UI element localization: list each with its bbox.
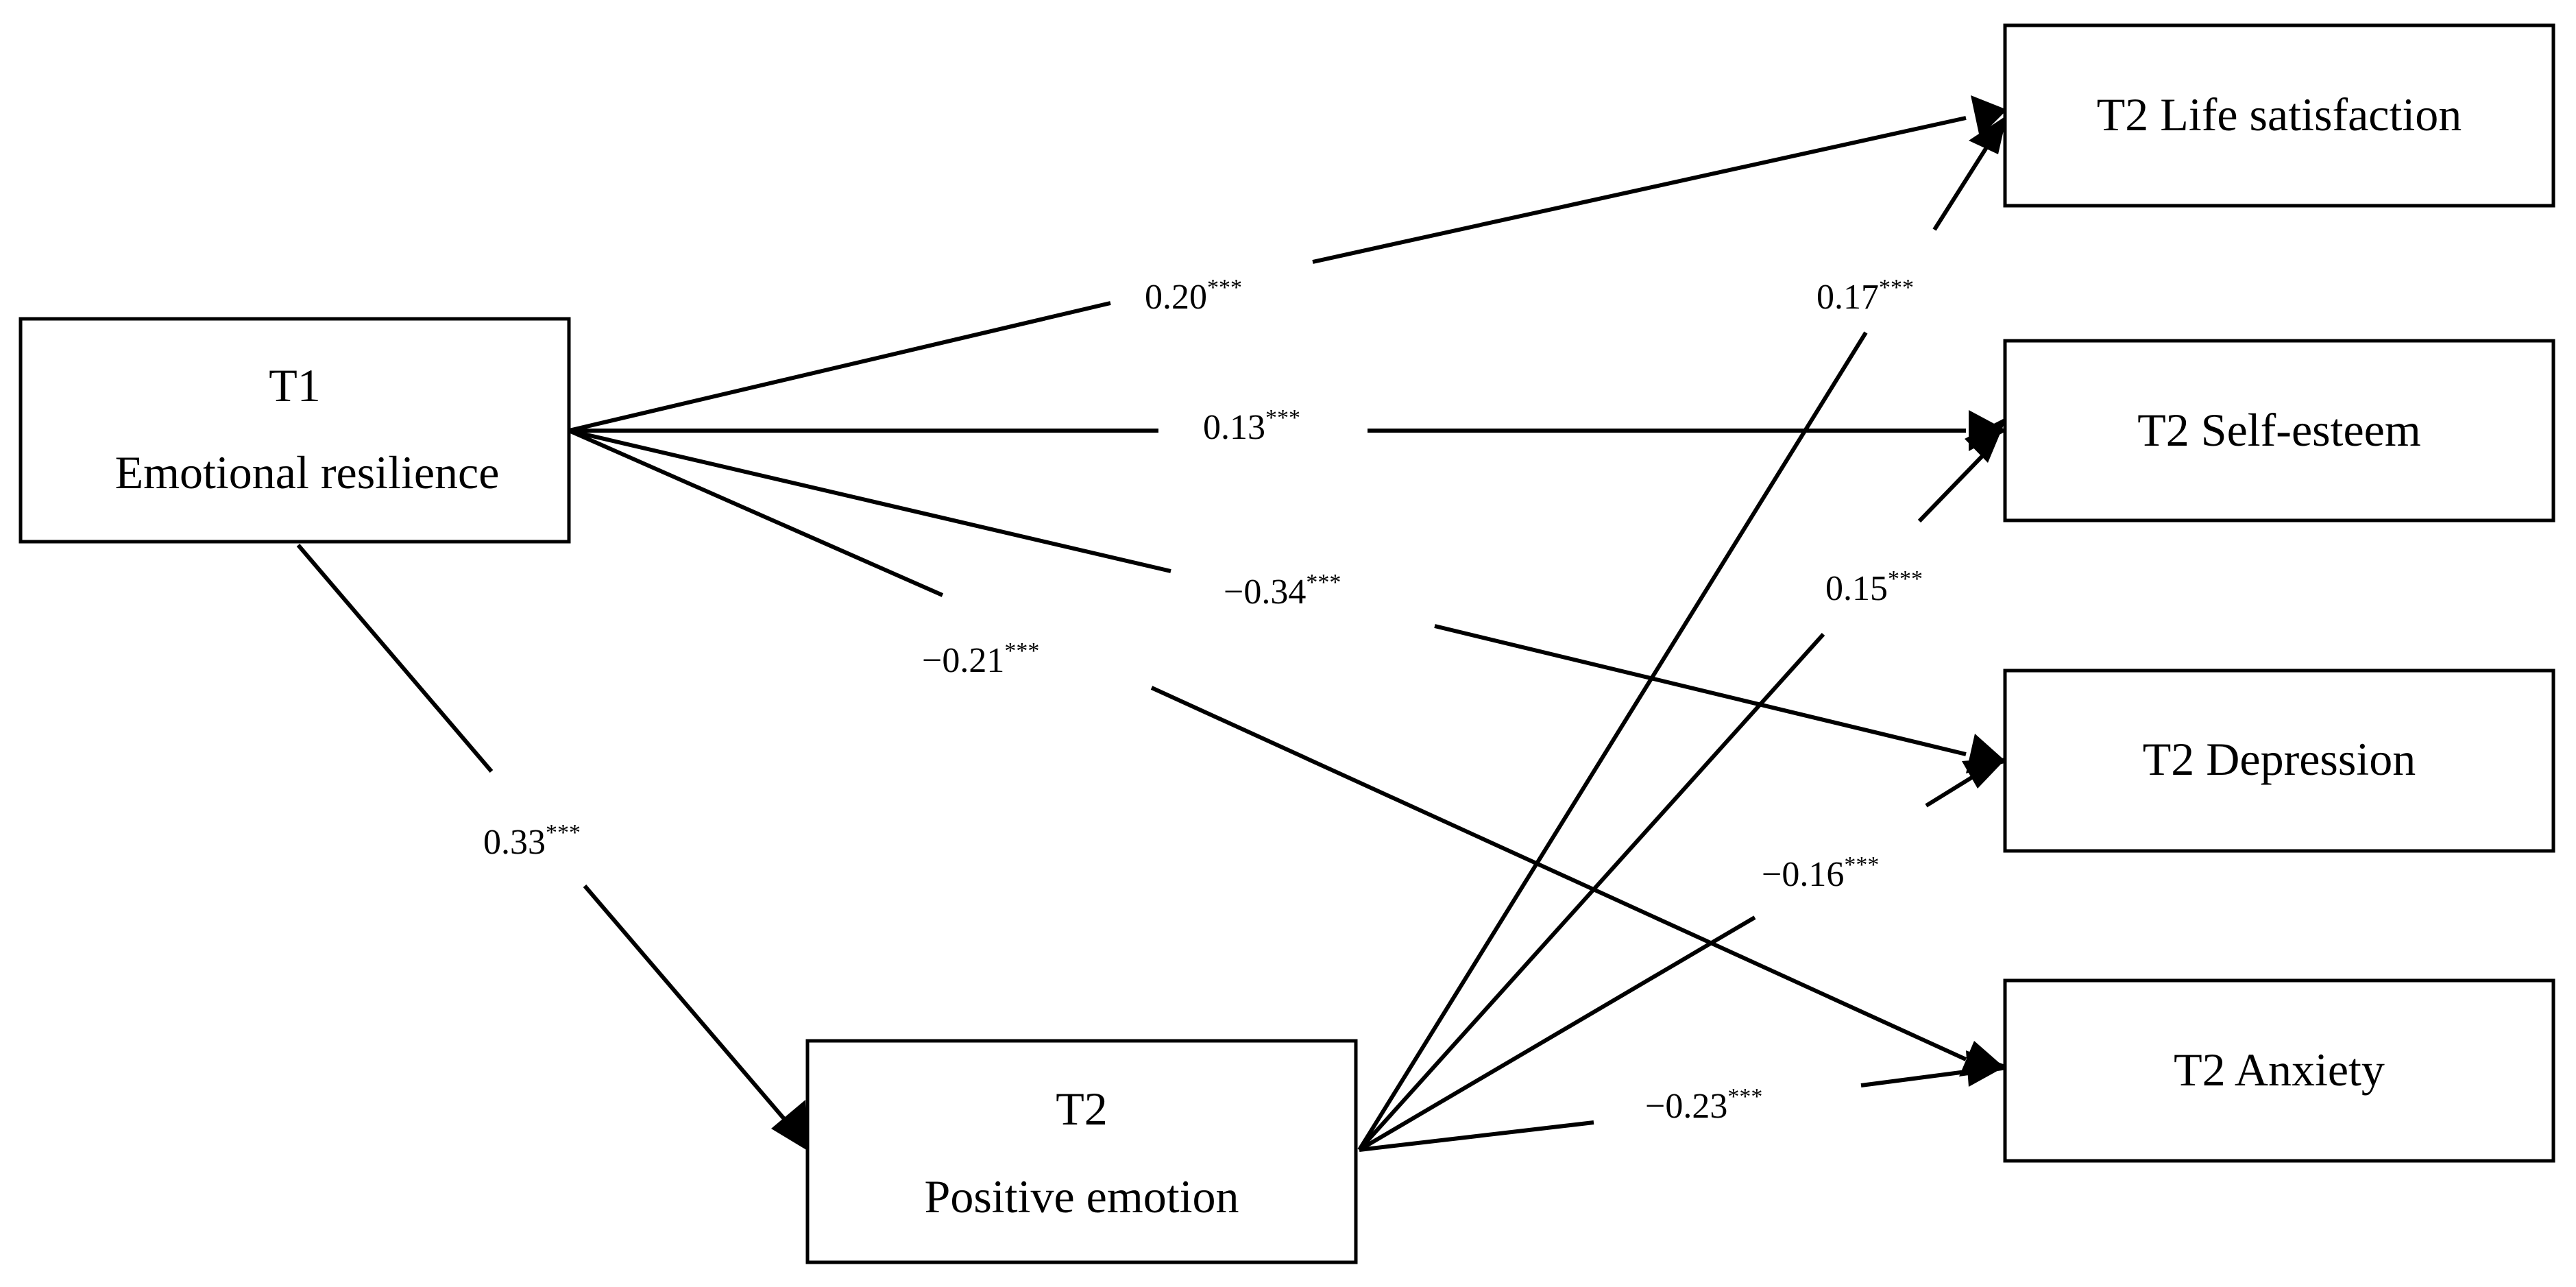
node-label: T2 Self-esteem (2137, 404, 2421, 456)
path-coefficients: 0.20*** 0.13*** −0.34*** −0.21*** 0.33**… (483, 275, 1923, 1126)
coef-er-self-esteem: 0.13*** (1203, 405, 1300, 447)
path-edges (296, 116, 1990, 1152)
edge-pe-life-satisfaction (1932, 144, 1990, 231)
edge-er-depression (1434, 624, 1967, 756)
coef-er-life-satisfaction: 0.20*** (1145, 275, 1242, 317)
edge-er-anxiety (568, 429, 944, 597)
arrowhead-pe-self-esteem (1965, 417, 2007, 463)
arrowhead-pe-anxiety (1966, 1050, 2007, 1087)
edge-er-positive-emotion (296, 544, 494, 773)
coef-er-positive-emotion: 0.33*** (483, 820, 581, 862)
node-label-line2: Positive emotion (925, 1170, 1239, 1223)
edge-pe-depression (1925, 775, 1974, 808)
arrowheads (771, 95, 2007, 1151)
node-label-line2: Emotional resilience (115, 446, 500, 498)
coef-er-anxiety: −0.21*** (922, 638, 1039, 680)
edge-er-positive-emotion (583, 885, 787, 1121)
edge-pe-life-satisfaction (1357, 331, 1868, 1151)
node-label: T2 Depression (2143, 733, 2416, 785)
edge-pe-self-esteem (1357, 632, 1825, 1152)
edge-pe-self-esteem (1917, 454, 1984, 523)
arrowhead-life-satisfaction (1971, 95, 2007, 137)
node-label: T2 Anxiety (2174, 1044, 2385, 1096)
node-t2-positive-emotion: T2 Positive emotion (805, 1039, 1358, 1264)
arrowhead-pe-life-satisfaction (1969, 115, 2007, 154)
coef-pe-anxiety: −0.23*** (1645, 1084, 1762, 1126)
edge-er-anxiety (1150, 686, 1967, 1061)
node-t2-self-esteem: T2 Self-esteem (2003, 339, 2555, 522)
node-t2-life-satisfaction: T2 Life satisfaction (2003, 23, 2555, 208)
edge-er-life-satisfaction (1312, 116, 1967, 264)
node-label-line1: T2 (1056, 1083, 1108, 1135)
node-t1-emotional-resilience: T1 Emotional resilience (19, 317, 571, 544)
coef-pe-self-esteem: 0.15*** (1825, 566, 1923, 608)
edge-er-life-satisfaction (568, 301, 1111, 433)
coef-pe-depression: −0.16*** (1762, 852, 1879, 894)
coef-er-depression: −0.34*** (1224, 570, 1341, 612)
coef-pe-life-satisfaction: 0.17*** (1816, 275, 1914, 317)
node-t2-depression: T2 Depression (2003, 669, 2555, 853)
diagram-nodes: T1 Emotional resilience T2 Positive emot… (19, 23, 2555, 1264)
node-label: T2 Life satisfaction (2097, 88, 2462, 141)
edge-er-depression (568, 429, 1171, 573)
node-label-line1: T1 (269, 359, 321, 411)
node-t2-anxiety: T2 Anxiety (2003, 978, 2555, 1163)
arrowhead-positive-emotion (771, 1100, 807, 1151)
edge-pe-depression (1358, 915, 1756, 1152)
edge-pe-anxiety (1860, 1070, 1967, 1087)
edge-pe-anxiety (1359, 1120, 1594, 1152)
arrowhead-pe-depression (1962, 758, 2007, 789)
